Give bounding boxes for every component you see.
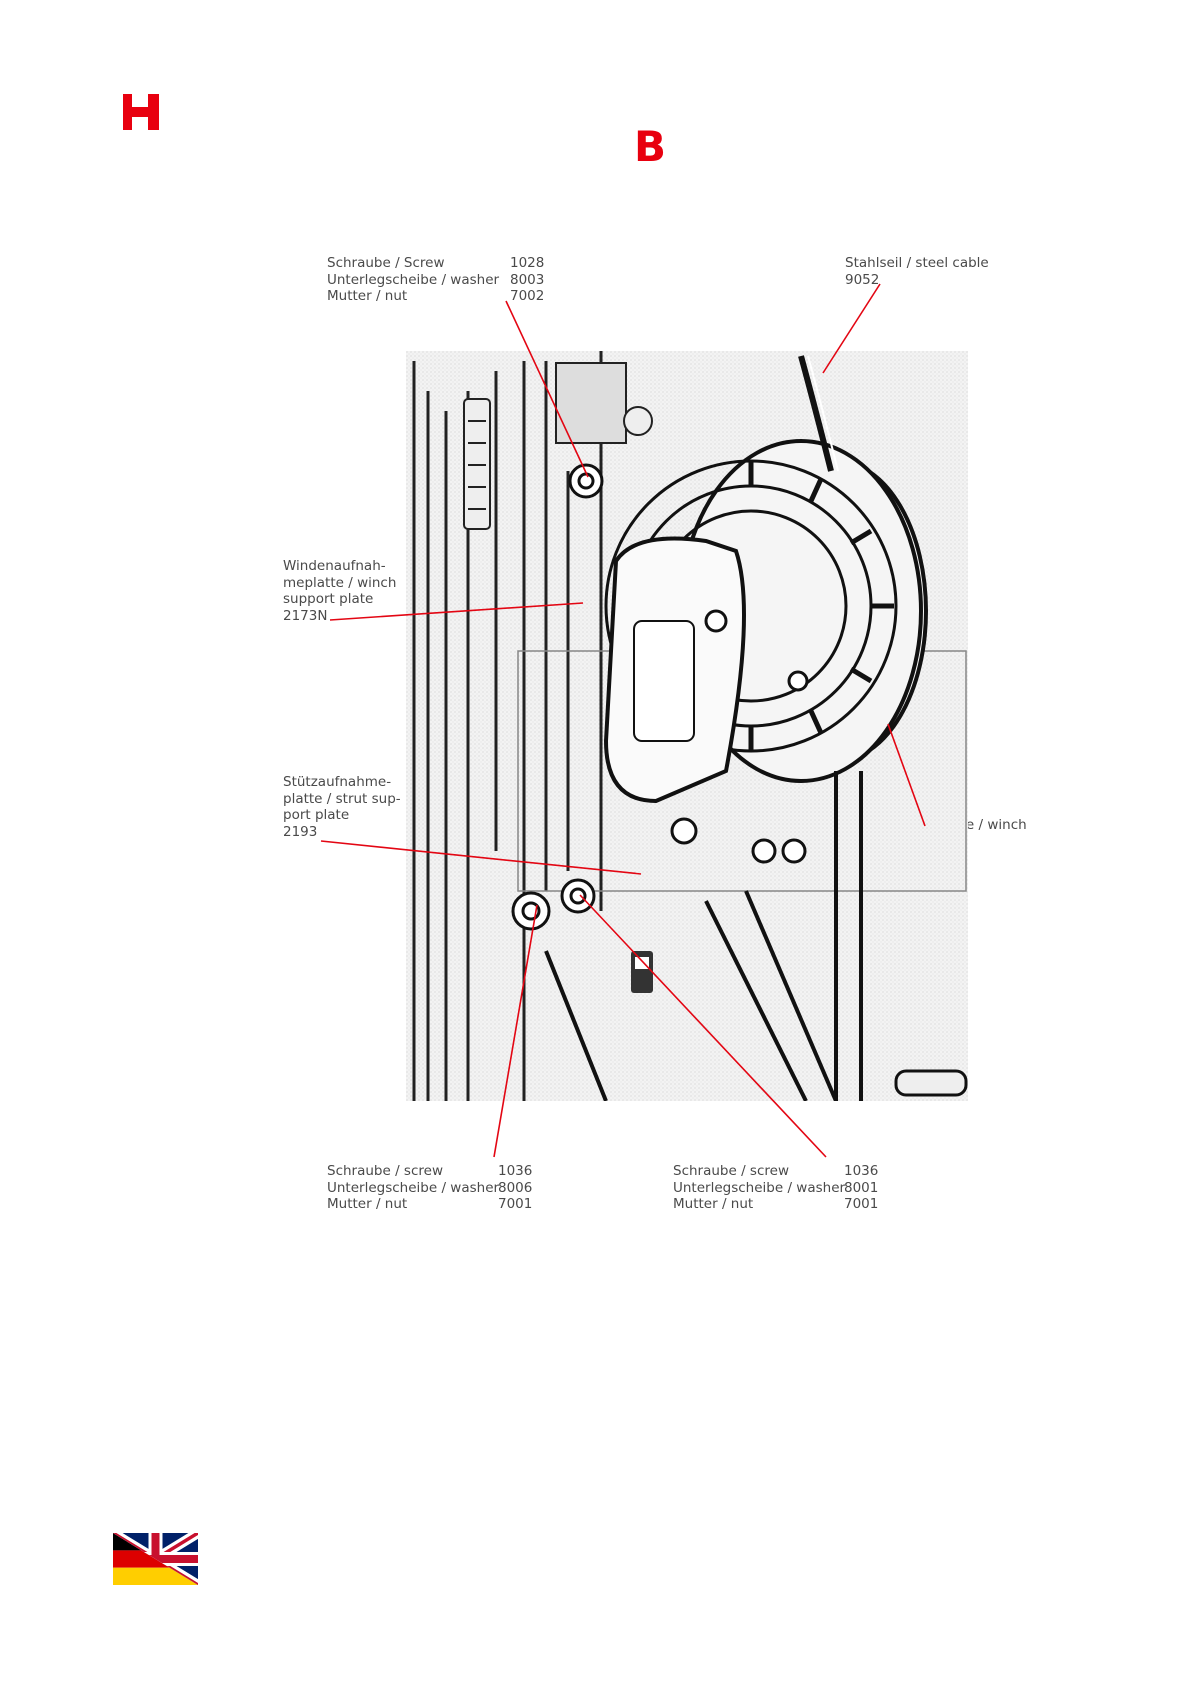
- part-number: 8001: [844, 1179, 879, 1196]
- part-name: Unterlegscheibe / washer: [673, 1179, 846, 1196]
- callout-row: Unterlegscheibe / washer 8006: [327, 1180, 557, 1197]
- section-letter: B: [633, 122, 666, 171]
- part-name: Schraube / screw: [673, 1163, 789, 1179]
- callout-winch-plate: Windenaufnah- meplatte / winch support p…: [283, 558, 396, 624]
- part-number: 1028: [510, 255, 545, 271]
- part-number: 9052: [845, 271, 880, 288]
- callout-row: Unterlegscheibe / washer 8003: [327, 272, 557, 289]
- part-name: Mutter / nut: [327, 288, 408, 305]
- callout-row: Mutter / nut 7001: [673, 1196, 903, 1213]
- part-name: Unterlegscheibe / washer: [327, 1179, 500, 1196]
- part-number: 7001: [844, 1196, 879, 1213]
- callout-row: Mutter / nut 7001: [327, 1196, 557, 1213]
- part-number: 7001: [498, 1196, 533, 1213]
- part-name: platte / strut sup-: [283, 790, 401, 807]
- part-name: Mutter / nut: [327, 1196, 408, 1213]
- part-name: Stützaufnahme-: [283, 774, 392, 790]
- h-logo-icon: [123, 94, 159, 130]
- callout-row: Schraube / Screw 1028: [327, 255, 557, 272]
- part-name: Windenaufnah-: [283, 558, 386, 574]
- part-name: meplatte / winch: [283, 574, 397, 591]
- callout-bottom-right: Schraube / screw 1036 Unterlegscheibe / …: [673, 1163, 903, 1213]
- part-number: 2193: [283, 823, 318, 840]
- callout-row: Unterlegscheibe / washer 8001: [673, 1180, 903, 1197]
- callout-bottom-left: Schraube / screw 1036 Unterlegscheibe / …: [327, 1163, 557, 1213]
- callout-top-left: Schraube / Screw 1028 Unterlegscheibe / …: [327, 255, 557, 305]
- part-number: 8003: [510, 271, 545, 288]
- part-name: Schraube / screw: [327, 1163, 443, 1179]
- callout-row: Mutter / nut 7002: [327, 288, 557, 305]
- part-name: Mutter / nut: [673, 1196, 754, 1213]
- callout-row: Schraube / screw 1036: [673, 1163, 903, 1180]
- callout-row: Schraube / screw 1036: [327, 1163, 557, 1180]
- part-number: 1036: [844, 1163, 879, 1179]
- part-name: Schraube / Screw: [327, 255, 445, 271]
- part-name: Stahlseil / steel cable: [845, 255, 989, 271]
- de-uk-flag-icon: [113, 1533, 198, 1585]
- part-name: support plate: [283, 591, 374, 608]
- part-number: 2173N: [283, 607, 328, 624]
- part-name: Unterlegscheibe / washer: [327, 271, 500, 288]
- part-number: 8006: [498, 1179, 533, 1196]
- part-number: 1036: [498, 1163, 533, 1179]
- part-name: port plate: [283, 807, 350, 824]
- callout-strut-plate: Stützaufnahme- platte / strut sup- port …: [283, 774, 401, 840]
- winch-assembly-drawing: [406, 351, 968, 1101]
- part-number: 7002: [510, 288, 545, 305]
- callout-top-right: Stahlseil / steel cable 9052: [845, 255, 989, 288]
